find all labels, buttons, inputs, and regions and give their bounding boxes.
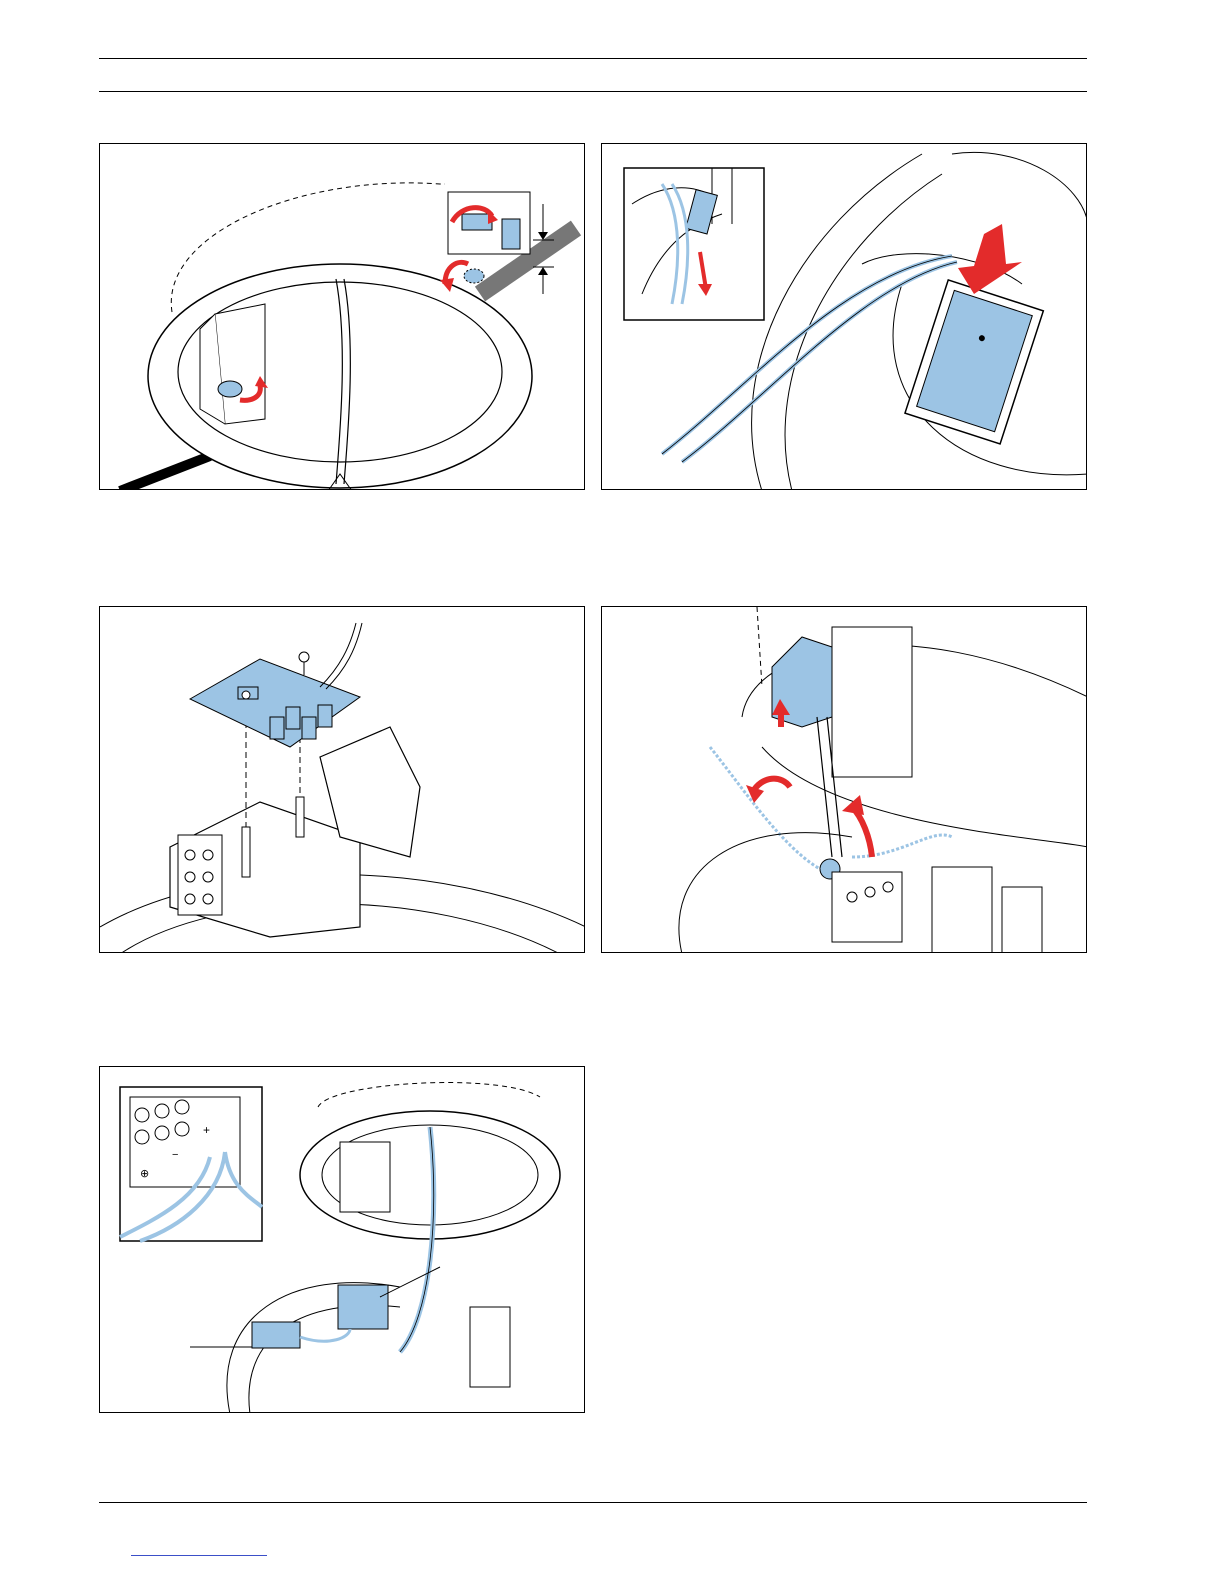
figure-4-panel	[601, 606, 1087, 953]
ceiling-ring-mount-illustration	[100, 144, 585, 490]
figure-3-panel	[99, 606, 585, 953]
footer-rule	[99, 1502, 1087, 1503]
header-rule-top	[99, 58, 1087, 59]
ground-symbol: ⊕	[140, 1167, 149, 1180]
figure-1-panel	[99, 143, 585, 490]
terminal-wiring-illustration	[100, 1067, 585, 1413]
figure-5-panel: + − ⊕	[99, 1066, 585, 1413]
figure-2-panel	[601, 143, 1087, 490]
header-rule-bottom	[99, 91, 1087, 92]
circuit-board-mount-illustration	[100, 607, 585, 953]
transformer-insert-illustration	[602, 144, 1087, 490]
terminal-minus-label: −	[172, 1149, 178, 1161]
footer-link-underline[interactable]	[131, 1555, 267, 1556]
terminal-plus-label: +	[203, 1123, 210, 1137]
safety-cable-illustration	[602, 607, 1087, 953]
